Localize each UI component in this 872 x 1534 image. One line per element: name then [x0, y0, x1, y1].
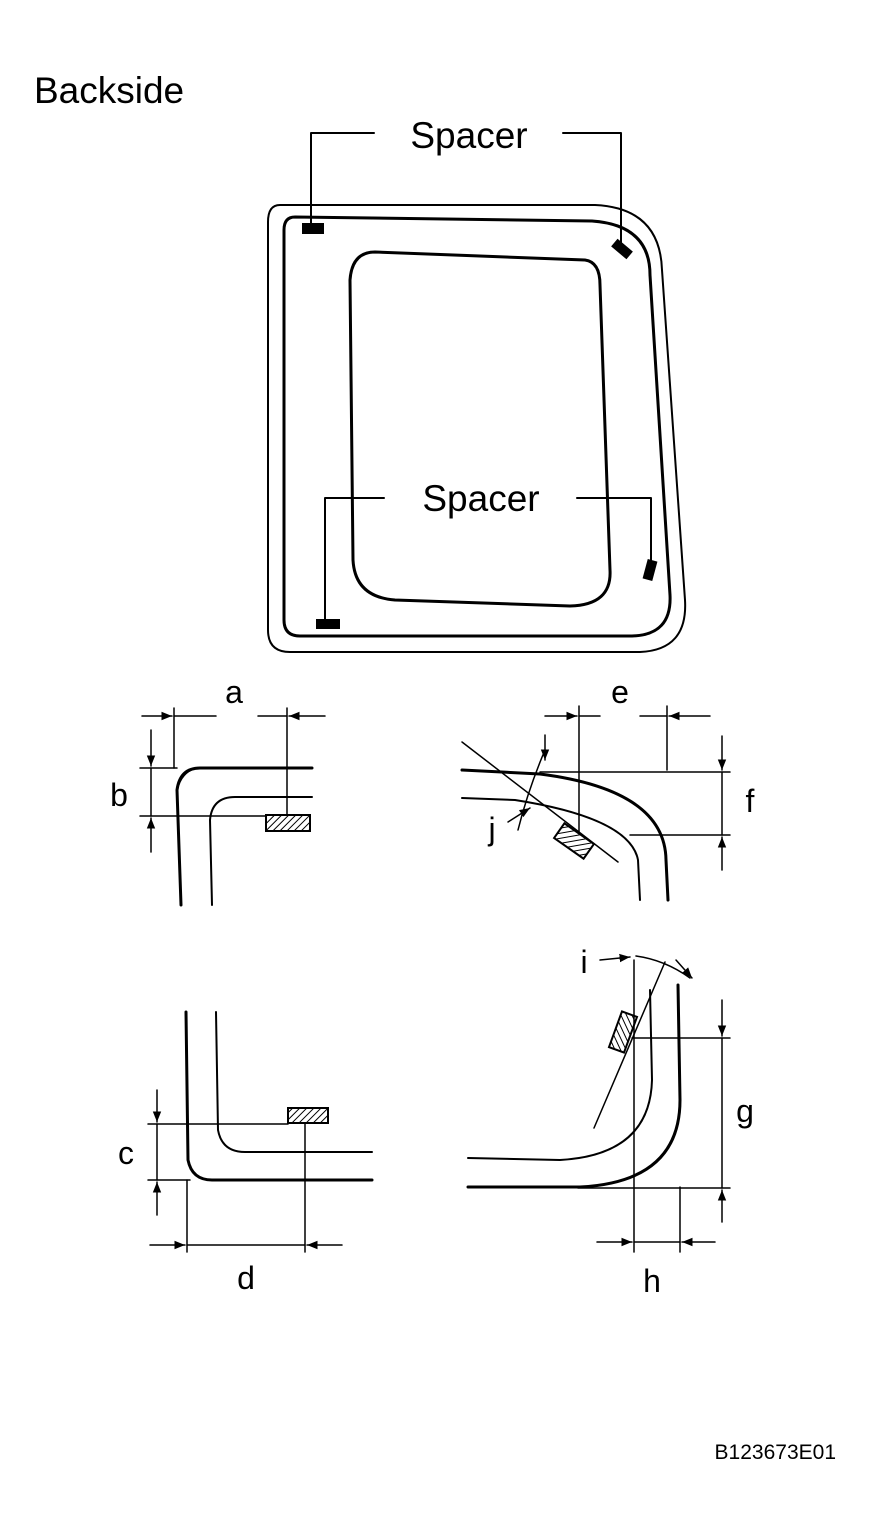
detail-bottom-right: i g h: [466, 944, 754, 1299]
dimension-label-c: c: [118, 1135, 134, 1171]
detail-top-right: j e f: [460, 674, 755, 902]
spacer-label-bottom: Spacer: [422, 478, 539, 519]
detail-spacer: [265, 814, 311, 832]
spacer-bottom-left: [316, 619, 340, 629]
figure-code: B123673E01: [715, 1441, 836, 1464]
diagram-title: Backside: [34, 70, 184, 111]
spacer-top-right: [611, 238, 633, 260]
detail-spacer: [287, 1107, 329, 1124]
detail-spacer: [607, 1010, 639, 1054]
spacer-callout-top: Spacer: [310, 115, 622, 245]
dimension-label-a: a: [225, 674, 243, 710]
detail-top-left: a b: [110, 674, 326, 907]
detail-spacer: [552, 821, 596, 861]
dimension-label-f: f: [746, 783, 755, 819]
glass-outline: [267, 204, 687, 653]
dimension-label-g: g: [736, 1093, 754, 1129]
dimension-label-i: i: [580, 944, 587, 980]
dimension-label-e: e: [611, 674, 629, 710]
dimension-label-b: b: [110, 777, 128, 813]
dimension-label-d: d: [237, 1260, 255, 1296]
spacer-top-left: [302, 223, 324, 234]
dimension-label-j: j: [487, 811, 495, 847]
detail-bottom-left: c d: [118, 1010, 374, 1296]
spacer-callout-bottom: Spacer: [324, 478, 652, 620]
dimension-label-h: h: [643, 1263, 661, 1299]
spacer-bottom-right: [642, 559, 658, 581]
spacer-blocks: [302, 223, 658, 629]
spacer-label-top: Spacer: [410, 115, 527, 156]
